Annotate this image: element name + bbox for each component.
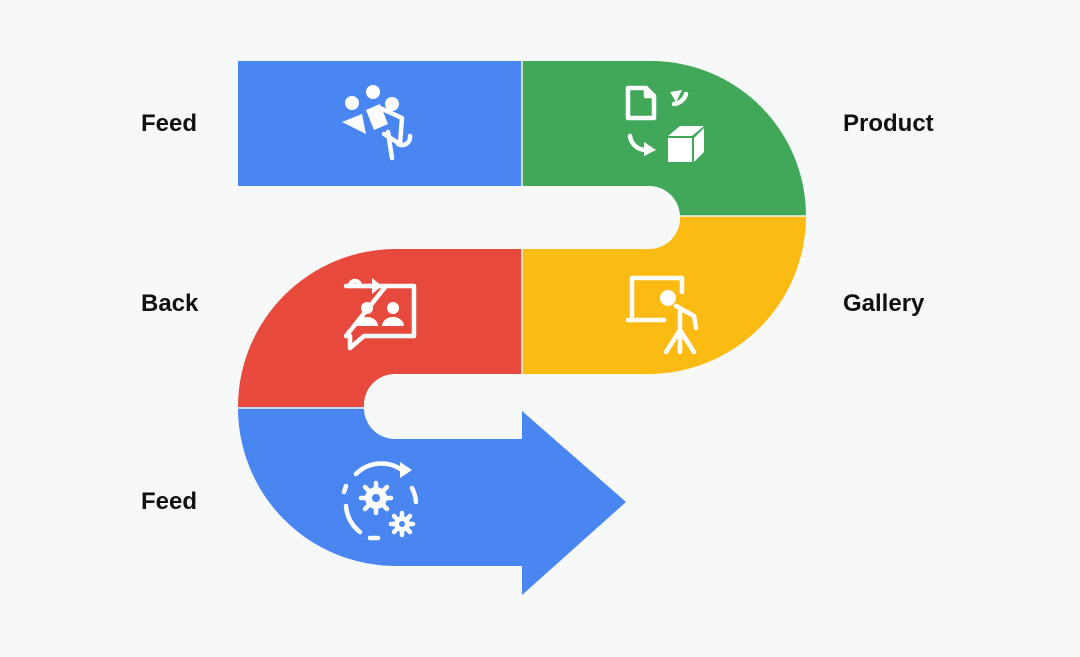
label-product: Product <box>843 110 934 137</box>
audience-megaphone-icon <box>342 85 413 161</box>
meeting-chat-return-icon <box>343 278 417 351</box>
label-back: Back <box>141 290 199 317</box>
label-feed-top: Feed <box>141 110 198 137</box>
presenter-screen-icon <box>625 275 699 355</box>
gears-cycle-icon <box>341 461 419 541</box>
segment-feed-bottom <box>237 407 626 595</box>
label-feed-bottom: Feed <box>141 488 198 515</box>
segment-back <box>238 249 522 407</box>
segment-product <box>522 61 806 216</box>
label-gallery: Gallery <box>843 290 925 317</box>
document-to-box-conversion-icon <box>625 85 704 162</box>
